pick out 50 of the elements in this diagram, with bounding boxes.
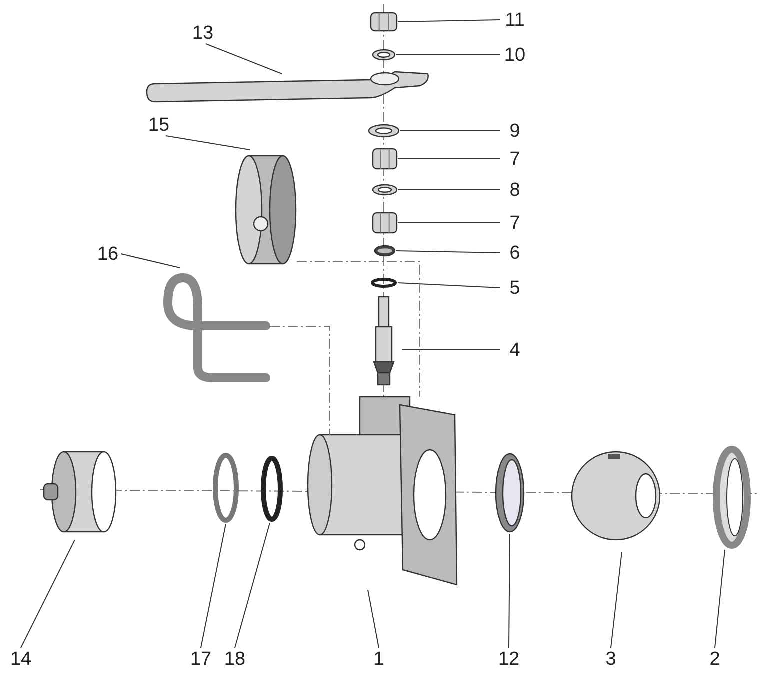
callout-number: 9 [500, 120, 530, 142]
callout-number: 8 [500, 179, 530, 201]
leader-line [398, 20, 500, 22]
leader-line [234, 522, 270, 648]
nut-drawing [372, 148, 398, 170]
washer-drawing [368, 124, 400, 138]
callout-number: 7 [500, 212, 530, 234]
washer-drawing [372, 184, 398, 196]
leader-line [398, 158, 500, 160]
callout-number: 18 [222, 648, 248, 670]
callout-number: 1 [366, 648, 392, 670]
leader-line [400, 130, 500, 132]
callout-number: 4 [500, 339, 530, 361]
o-ring-drawing [370, 277, 398, 289]
callout-number: 11 [500, 9, 530, 31]
callout-number: 15 [146, 114, 172, 136]
washer-drawing [372, 49, 396, 61]
center-line [270, 326, 330, 436]
leader-line [714, 550, 726, 648]
callout-number: 7 [500, 148, 530, 170]
leader-line [610, 552, 622, 648]
leader-line [398, 282, 500, 288]
o-ring-drawing [260, 455, 284, 523]
ring-drawing [374, 245, 396, 257]
callout-number: 3 [598, 648, 624, 670]
leader-line [398, 222, 500, 224]
callout-number: 5 [500, 277, 530, 299]
leader-line [368, 590, 380, 648]
leader-line [166, 136, 250, 150]
leader-line [206, 44, 282, 74]
leader-line [508, 534, 510, 648]
leader-line [396, 54, 500, 56]
leader-line [120, 254, 180, 268]
callout-number: 2 [702, 648, 728, 670]
callout-number: 17 [188, 648, 214, 670]
seat-ring-drawing [494, 452, 526, 534]
callout-number: 13 [190, 22, 216, 44]
hex-nut-drawing [370, 12, 398, 32]
ring-drawing [212, 452, 240, 524]
center-line [296, 262, 420, 398]
seat-drawing [712, 445, 752, 550]
callout-number: 16 [95, 243, 121, 265]
callout-number: 12 [496, 648, 522, 670]
nut-drawing [372, 212, 398, 234]
callout-number: 6 [500, 242, 530, 264]
leader-line [396, 250, 500, 254]
leader-line [200, 524, 226, 648]
callout-number: 14 [8, 648, 34, 670]
callout-number: 10 [500, 44, 530, 66]
leader-line [20, 540, 76, 648]
